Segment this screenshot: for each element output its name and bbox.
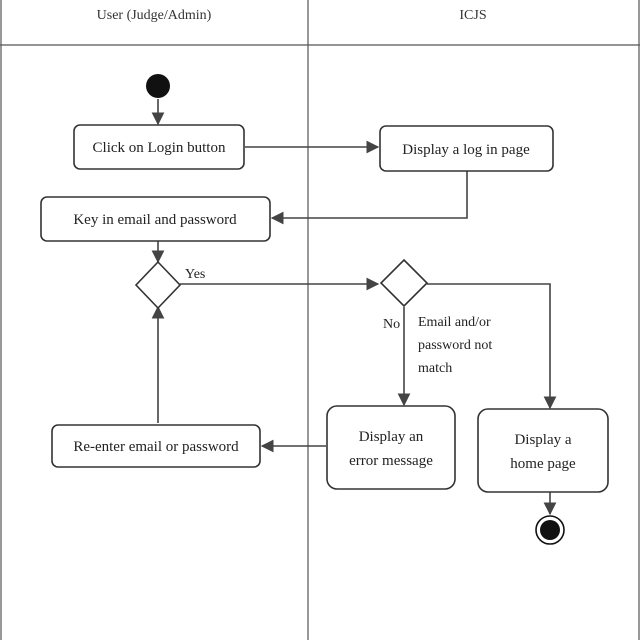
guard-mismatch-line3: match	[418, 361, 452, 376]
node-home-label-line1: Display a	[514, 432, 571, 448]
node-reenter-label: Re-enter email or password	[73, 439, 239, 455]
end-node	[535, 515, 565, 545]
guard-yes-label: Yes	[185, 267, 205, 282]
lane-title-icjs: ICJS	[459, 8, 486, 23]
node-click-login-label: Click on Login button	[93, 140, 226, 156]
node-error-label-line1: Display an	[359, 429, 424, 445]
node-display-login-label: Display a log in page	[402, 142, 530, 158]
lane-title-user: User (Judge/Admin)	[97, 8, 212, 23]
guard-no-label: No	[383, 317, 400, 332]
node-key-in-label: Key in email and password	[73, 212, 237, 228]
node-error: Display an error message	[326, 405, 456, 490]
node-display-login: Display a log in page	[379, 125, 554, 172]
decision-node	[134, 260, 182, 310]
node-home: Display a home page	[477, 408, 609, 493]
flow-merge-to-home	[427, 283, 557, 410]
node-key-in: Key in email and password	[40, 196, 271, 242]
start-node	[146, 74, 170, 98]
connectors	[151, 99, 557, 516]
merge-node	[379, 258, 429, 308]
node-click-login: Click on Login button	[73, 124, 245, 170]
node-reenter: Re-enter email or password	[51, 424, 261, 468]
node-home-label-line2: home page	[510, 456, 576, 472]
guard-mismatch-line2: password not	[418, 338, 492, 353]
node-error-label-line2: error message	[349, 453, 433, 469]
guard-mismatch-line1: Email and/or	[418, 315, 491, 330]
flow-display-login-to-key-in	[270, 171, 468, 225]
